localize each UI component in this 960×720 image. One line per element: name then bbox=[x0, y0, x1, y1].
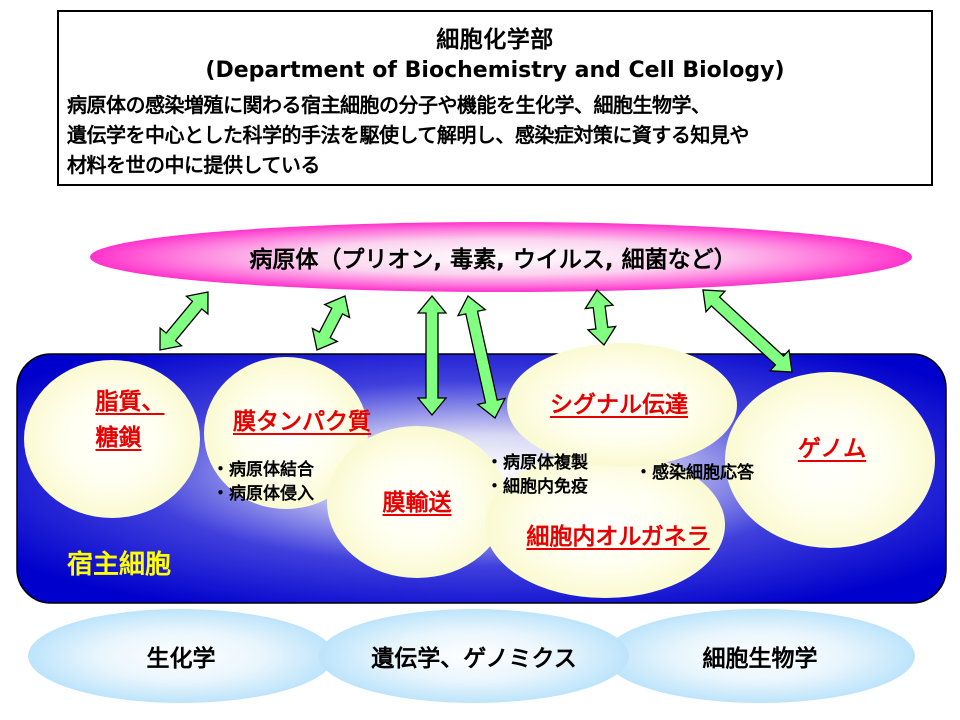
double-arrow bbox=[702, 289, 793, 373]
note-line: ・感染細胞応答 bbox=[635, 463, 754, 483]
field-cell-biology bbox=[605, 609, 915, 703]
header-box: 細胞化学部 (Department of Biochemistry and Ce… bbox=[57, 10, 933, 186]
double-arrow bbox=[159, 291, 209, 351]
note-line: ・病原体複製 bbox=[486, 453, 588, 473]
topic-genome: ゲノム bbox=[797, 436, 867, 462]
double-arrow bbox=[584, 288, 617, 347]
field-genetics-genomics bbox=[319, 609, 629, 703]
description-line: 病原体の感染増殖に関わる宿主細胞の分子や機能を生化学、細胞生物学、 bbox=[67, 93, 711, 117]
note-binding-invasion: ・病原体結合 ・病原体侵入 bbox=[212, 458, 314, 506]
circle-genome bbox=[725, 372, 935, 548]
topic-membrane-transport: 膜輸送 bbox=[382, 490, 452, 516]
note-replication-immunity: ・病原体複製 ・細胞内免疫 bbox=[486, 451, 588, 499]
note-line: ・細胞内免疫 bbox=[486, 477, 588, 497]
topic-membrane-protein: 膜タンパク質 bbox=[233, 409, 371, 435]
circle-membrane-protein bbox=[204, 357, 368, 509]
department-description: 病原体の感染増殖に関わる宿主細胞の分子や機能を生化学、細胞生物学、 遺伝学を中心… bbox=[67, 90, 931, 180]
note-line: ・病原体侵入 bbox=[212, 484, 314, 504]
circle-organelle bbox=[485, 452, 725, 598]
topic-lipid-sugar: 脂質、 糖鎖 bbox=[96, 384, 165, 456]
department-english-name: (Department of Biochemistry and Cell Bio… bbox=[205, 58, 785, 83]
field-biochemistry bbox=[28, 609, 334, 703]
pathogen-ellipse bbox=[90, 222, 912, 292]
double-arrow bbox=[311, 295, 351, 351]
topic-signal-transduction: シグナル伝達 bbox=[550, 392, 688, 418]
department-title: 細胞化学部 bbox=[436, 27, 554, 53]
pathogen-label: 病原体（プリオン, 毒素, ウイルス, 細菌など） bbox=[249, 247, 737, 273]
double-arrow bbox=[456, 295, 507, 419]
description-line: 遺伝学を中心とした科学的手法を駆使して解明し、感染症対策に資する知見や bbox=[67, 123, 749, 147]
description-line: 材料を世の中に提供している bbox=[67, 153, 320, 177]
field-label-cell-biology: 細胞生物学 bbox=[702, 646, 818, 672]
field-label-biochemistry: 生化学 bbox=[146, 646, 216, 672]
circle-membrane-transport bbox=[327, 426, 507, 578]
host-cell-label: 宿主細胞 bbox=[67, 550, 172, 580]
topic-organelle: 細胞内オルガネラ bbox=[526, 524, 710, 550]
circle-signal-transduction bbox=[507, 343, 737, 467]
note-infection-response: ・感染細胞応答 bbox=[635, 461, 754, 485]
circle-lipid-sugar bbox=[24, 360, 200, 518]
interaction-arrows bbox=[159, 288, 793, 419]
note-line: ・病原体結合 bbox=[212, 460, 314, 480]
double-arrow bbox=[416, 294, 448, 417]
field-label-genetics-genomics: 遺伝学、ゲノミクス bbox=[371, 646, 577, 672]
topic-lipid-sugar-line: 糖鎖 bbox=[95, 425, 142, 451]
topic-lipid-sugar-line: 脂質、 bbox=[95, 389, 165, 415]
